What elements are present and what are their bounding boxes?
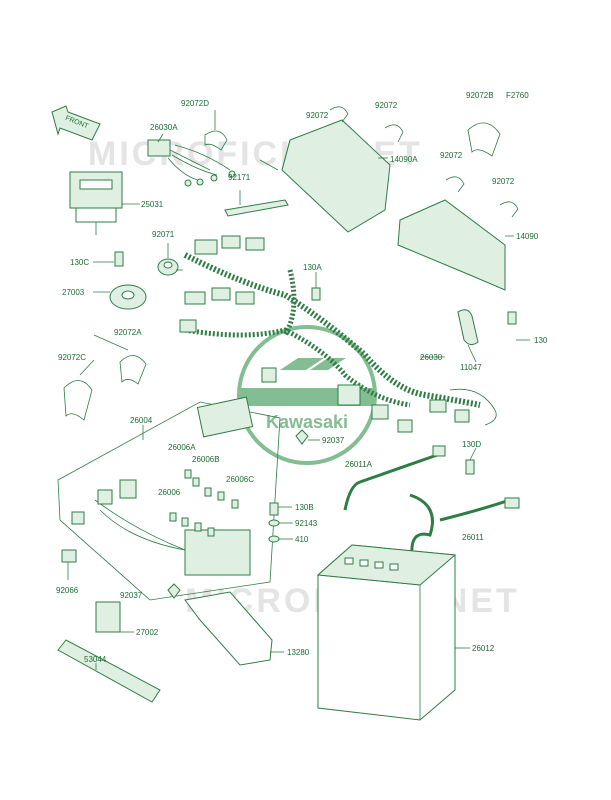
label-92071: 92071 (152, 230, 175, 239)
junction-box-26004 (57, 396, 281, 601)
bracket-92171 (224, 190, 289, 217)
hour-meter-25031 (69, 171, 140, 235)
sub-harness-26030a (147, 139, 236, 187)
main-harness-26030 (179, 235, 497, 433)
label-26006c: 26006C (226, 475, 254, 484)
front-arrow: FRONT (51, 105, 101, 141)
label-92037-lower: 92037 (120, 591, 143, 600)
label-26011a: 26011A (345, 460, 373, 469)
part-92066 (61, 549, 77, 563)
label-92072d: 92072D (181, 99, 209, 108)
clamp-92072-c (445, 176, 465, 193)
clamp-92072b (467, 122, 501, 157)
label-92072-d: 92072 (492, 177, 515, 186)
cable-26011 (409, 493, 520, 556)
label-26006a: 26006A (168, 443, 196, 452)
clamp-92072-a (329, 106, 349, 123)
horn-27003 (93, 251, 147, 310)
bracket-13280 (184, 591, 273, 666)
label-13280: 13280 (287, 648, 310, 657)
label-92072a: 92072A (114, 328, 142, 337)
label-92171: 92171 (228, 173, 251, 182)
clip-92037-lower (167, 583, 181, 599)
clamp-92072-b (384, 124, 404, 143)
label-410: 410 (295, 535, 309, 544)
label-92072-c: 92072 (440, 151, 463, 160)
label-130d: 130D (462, 440, 481, 449)
label-11047: 11047 (460, 363, 482, 372)
label-26012: 26012 (472, 644, 495, 653)
label-92072-a: 92072 (306, 111, 329, 120)
bolt-130a (311, 287, 321, 301)
battery-26012 (316, 544, 470, 721)
label-26006: 26006 (158, 488, 181, 497)
bolt-130b (269, 502, 279, 516)
bolt-130d (465, 459, 475, 475)
relay-27002 (95, 601, 134, 633)
washer-92143 (268, 519, 280, 527)
clip-92037 (295, 429, 309, 445)
cable-26011a (343, 445, 446, 511)
cover-14090 (397, 199, 514, 291)
clamp-92072d (204, 130, 228, 151)
label-14090a: 14090A (390, 155, 418, 164)
label-27003: 27003 (62, 288, 85, 297)
label-26030: 26030 (420, 353, 443, 362)
label-92143: 92143 (295, 519, 318, 528)
clamp-92072-d (499, 201, 519, 218)
label-130c: 130C (70, 258, 89, 267)
logo-text: Kawasaki (266, 412, 348, 432)
label-130: 130 (534, 336, 548, 345)
label-92066: 92066 (56, 586, 79, 595)
label-27002: 27002 (136, 628, 159, 637)
label-92072-b: 92072 (375, 101, 398, 110)
clamp-92072c (63, 380, 93, 421)
label-130b: 130B (295, 503, 314, 512)
label-130a: 130A (303, 263, 322, 272)
bolt-130 (507, 311, 517, 325)
label-14090: 14090 (516, 232, 539, 241)
bracket-11047 (457, 309, 479, 346)
figure-code: F2760 (506, 91, 529, 100)
label-92037: 92037 (322, 436, 345, 445)
washer-410 (268, 535, 280, 543)
grommet-92071 (157, 243, 179, 276)
cover-14090a (281, 119, 391, 233)
clamp-92072a (119, 355, 147, 385)
label-92072c: 92072C (58, 353, 86, 362)
label-25031: 25031 (141, 200, 164, 209)
label-53044: 53044 (84, 655, 107, 664)
label-92072b: 92072B (466, 91, 494, 100)
label-26006b: 26006B (192, 455, 220, 464)
tube-53044 (57, 639, 161, 703)
label-26011: 26011 (462, 533, 484, 542)
label-26004: 26004 (130, 416, 153, 425)
label-26030a: 26030A (150, 123, 178, 132)
